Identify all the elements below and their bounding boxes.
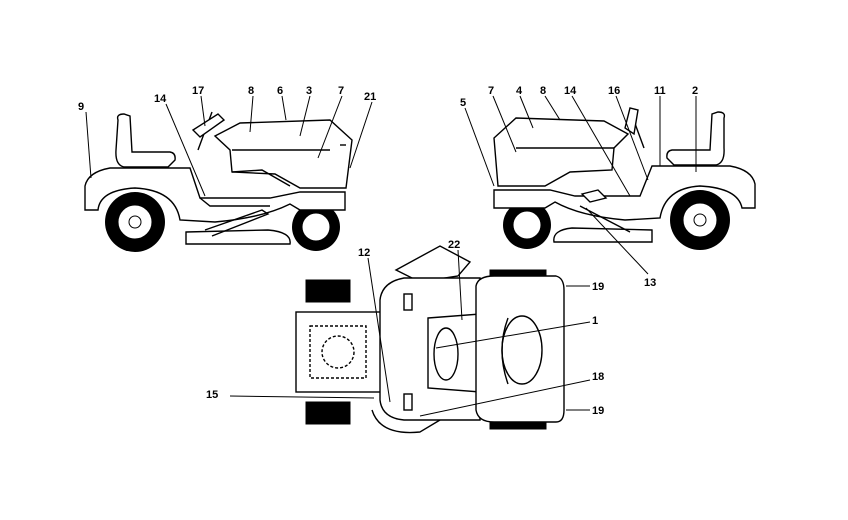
callout-5: 5 [460, 97, 466, 109]
fender-right [493, 165, 756, 221]
seat-right [666, 111, 726, 166]
callout-3: 3 [306, 85, 312, 97]
callout-7: 7 [488, 85, 494, 97]
callout-16: 16 [608, 85, 620, 97]
callout-13: 13 [644, 277, 656, 289]
callout-22: 22 [448, 239, 460, 251]
callout-8: 8 [248, 85, 254, 97]
callout-15: 15 [206, 389, 218, 401]
seat-left [115, 113, 176, 168]
callout-9: 9 [78, 101, 84, 113]
callout-17: 17 [192, 85, 204, 97]
callout-14: 14 [154, 93, 167, 105]
leader-lines [85, 95, 697, 417]
callout-8: 8 [540, 85, 546, 97]
callout-19: 19 [592, 281, 604, 293]
hood-right [493, 117, 630, 187]
callout-14: 14 [564, 85, 577, 97]
callout-12: 12 [358, 247, 370, 259]
left-side-view [84, 111, 353, 252]
callout-19: 19 [592, 405, 604, 417]
callout-6: 6 [277, 85, 283, 97]
right-side-view [493, 107, 756, 250]
hood-left [213, 119, 353, 189]
callout-21: 21 [364, 91, 376, 103]
callout-labels: 9 14 17 8 6 3 7 21 5 7 4 8 14 16 11 2 13… [78, 85, 698, 417]
callout-4: 4 [516, 85, 523, 97]
callout-2: 2 [692, 85, 698, 97]
callout-7: 7 [338, 85, 344, 97]
deck-right [553, 227, 653, 243]
fender-left [84, 167, 346, 223]
callout-1: 1 [592, 315, 598, 327]
callout-18: 18 [592, 371, 604, 383]
deck-left [185, 229, 291, 245]
top-view [295, 245, 565, 434]
callout-11: 11 [654, 85, 666, 97]
